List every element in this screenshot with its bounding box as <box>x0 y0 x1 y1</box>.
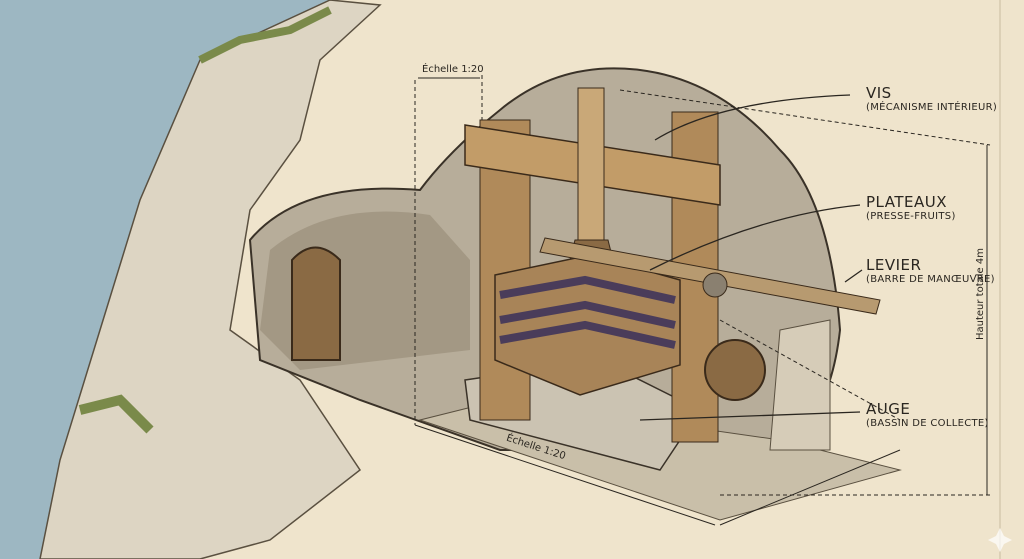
wooden-door <box>291 246 341 361</box>
gear <box>702 272 728 298</box>
label-title: PLATEAUX <box>866 193 947 211</box>
label-title: LEVIER <box>866 256 922 274</box>
grass <box>78 394 154 434</box>
label-subtitle: (PRESSE-FRUITS) <box>866 211 956 222</box>
label-subtitle: (BARRE DE MANŒUVRE) <box>866 274 995 285</box>
screw <box>577 87 605 249</box>
label-subtitle: (MÉCANISME INTÉRIEUR) <box>866 102 998 113</box>
grass <box>198 6 332 64</box>
sparkle-icon <box>988 528 1012 552</box>
leader-lines <box>639 94 863 421</box>
sea <box>0 0 330 559</box>
label-levier: LEVIER (BARRE DE MANŒUVRE) <box>866 256 995 285</box>
label-title: VIS <box>866 84 892 102</box>
label-title: AUGE <box>866 400 911 418</box>
label-auge: AUGE (BASSIN DE COLLECTE) <box>866 400 989 429</box>
winch-drum <box>704 339 766 401</box>
fruit-layers <box>499 275 676 349</box>
cliff <box>39 0 382 559</box>
dimension-guides <box>414 75 991 496</box>
label-plateaux: PLATEAUX (PRESSE-FRUITS) <box>866 193 956 222</box>
label-vis: VIS (MÉCANISME INTÉRIEUR) <box>866 84 997 113</box>
stone-wall <box>769 319 831 451</box>
dimension-lines <box>414 0 1001 559</box>
label-subtitle: (BASSIN DE COLLECTE) <box>866 418 989 429</box>
scale-label-top: Échelle 1:20 <box>422 64 484 75</box>
